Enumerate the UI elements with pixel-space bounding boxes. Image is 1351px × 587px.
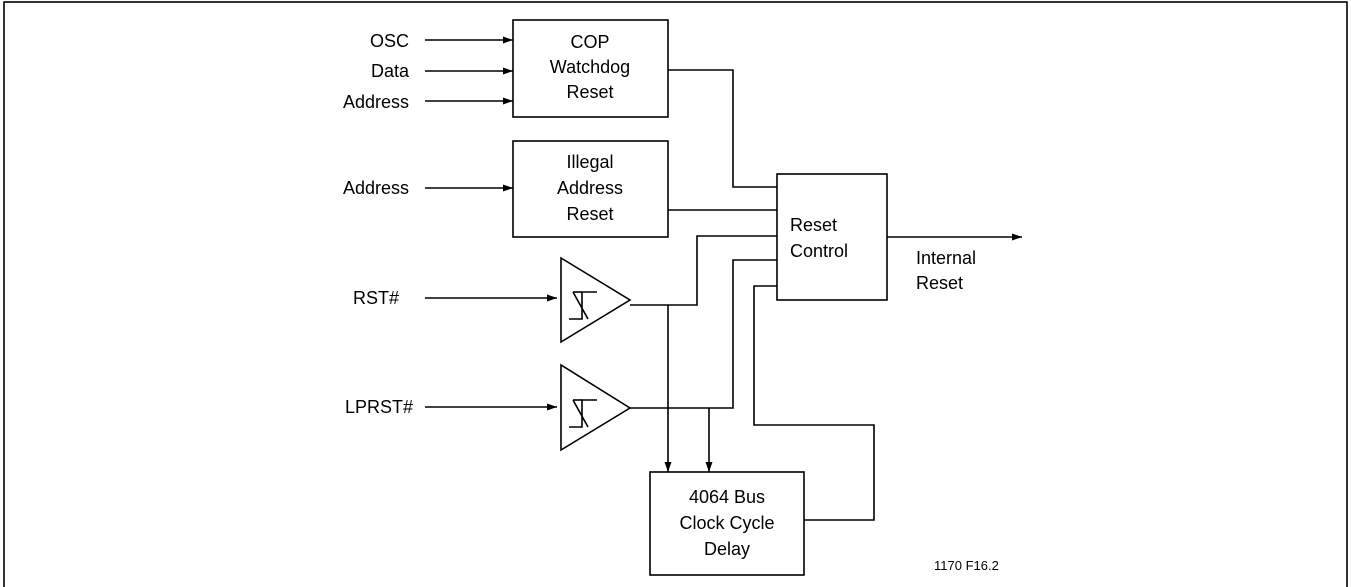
reset-control-line1: Reset [790,215,837,235]
figure-id: 1170 F16.2 [934,558,999,573]
delay-block: 4064 Bus Clock Cycle Delay [649,471,805,576]
internal-reset-line2: Reset [916,273,963,293]
lprst-to-control-wire [630,259,777,409]
cop-to-control-wire [668,69,777,188]
cop-line1: COP [570,32,609,52]
lprst-schmitt-icon [569,399,597,428]
rst-schmitt-icon [569,291,597,320]
lprst-label: LPRST# [345,397,413,417]
cop-line3: Reset [566,82,613,102]
delay-line2: Clock Cycle [679,513,774,533]
illegal-line2: Address [557,178,623,198]
cop-line2: Watchdog [550,57,630,77]
illegal-address-reset-block: Illegal Address Reset [512,140,669,238]
osc-label: OSC [370,31,409,51]
illegal-line1: Illegal [566,152,613,172]
rst-schmitt-buffer [560,256,632,344]
delay-line3: Delay [704,539,750,559]
cop-watchdog-reset-block: COP Watchdog Reset [512,19,669,118]
reset-control-line2: Control [790,241,848,261]
lprst-schmitt-buffer [560,363,632,452]
rst-to-control-wire [630,235,777,306]
illegal-line3: Reset [566,204,613,224]
internal-reset-line1: Internal [916,248,976,268]
delay-to-control-wire [753,285,875,521]
data-label: Data [371,61,410,81]
reset-control-block: Reset Control [776,173,888,301]
figure-frame [3,1,1348,587]
address-label-cop: Address [343,92,409,112]
rst-label: RST# [353,288,399,308]
delay-line1: 4064 Bus [689,487,765,507]
address-label-illegal: Address [343,178,409,198]
